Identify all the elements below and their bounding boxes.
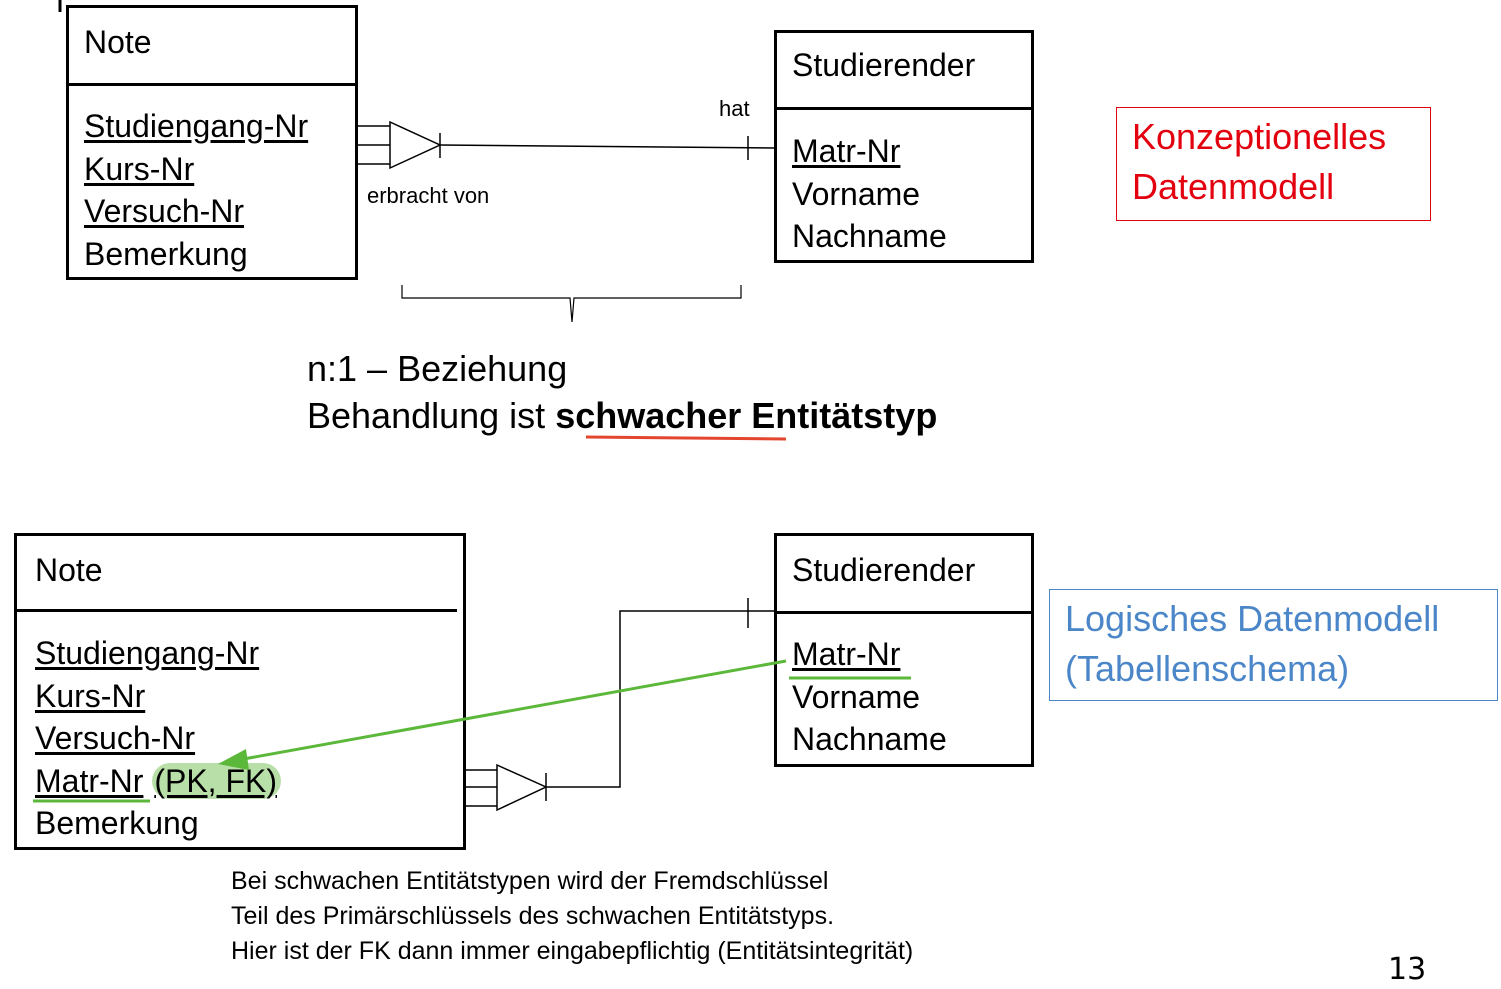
fk-arrow [237,659,787,762]
attribute-nachname: Nachname [792,218,947,254]
relation-label-hat: hat [719,96,750,121]
explanation-line-1: Bei schwachen Entitätstypen wird der Fre… [231,867,829,895]
entity-title: Note [35,552,103,588]
attribute-studiengang-nr: Studiengang-Nr [84,108,309,144]
attribute-versuch-nr: Versuch-Nr [84,193,245,229]
entity-divider [69,83,355,86]
note-entity-conceptual: Note Studiengang-Nr Kurs-Nr Versuch-Nr B… [66,5,358,280]
attribute-bemerkung: Bemerkung [35,805,199,841]
explanation-line-2: Teil des Primärschlüssels des schwachen … [231,902,835,930]
attribute-matr-nr-fk: Matr-Nr (PK, FK) [35,760,281,803]
fk-arrowhead [218,749,249,770]
entity-title: Studierender [792,47,976,83]
student-entity-logical: Studierender Matr-Nr Vorname Nachname [774,533,1034,767]
attribute-matr-nr: Matr-Nr [792,133,901,169]
relationship-line-logical [466,598,774,812]
attribute-list: Matr-Nr Vorname Nachname [792,633,947,761]
attribute-list: Studiengang-Nr Kurs-Nr Versuch-Nr Matr-N… [35,632,281,845]
caption-weak-entity: Behandlung ist schwacher Entitätstyp [307,392,937,440]
attribute-matr-nr-key: Matr-Nr [35,762,144,799]
attribute-studiengang-nr: Studiengang-Nr [35,635,260,671]
entity-divider [777,107,1031,110]
entity-title: Studierender [792,552,976,588]
pk-fk-badge: (PK, FK) [152,762,281,799]
logical-model-label-line2: (Tabellenschema) [1065,648,1350,689]
logical-model-label: Logisches Datenmodell (Tabellenschema) [1049,589,1498,701]
attribute-nachname: Nachname [792,721,947,757]
page-number: 13 [1388,952,1427,987]
attribute-list: Studiengang-Nr Kurs-Nr Versuch-Nr Bemerk… [84,105,308,275]
weak-underline [585,435,787,441]
relation-label-erbracht-von: erbracht von [367,183,490,208]
caption-relationship-type: n:1 – Beziehung [307,348,568,389]
caption-prefix: Behandlung ist [307,395,556,436]
logical-model-label-line1: Logisches Datenmodell [1065,598,1440,639]
entity-divider [777,611,1031,614]
conceptual-model-label: Konzeptionelles Datenmodell [1116,107,1431,221]
entity-title: Note [84,24,152,60]
relationship-line-conceptual [358,120,775,170]
attribute-list: Matr-Nr Vorname Nachname [792,130,947,258]
caption-emphasis-entity: Entitätstyp [741,395,938,436]
explanation-text: Bei schwachen Entitätstypen wird der Fre… [231,864,913,969]
entity-divider [17,609,457,612]
student-entity-conceptual: Studierender Matr-Nr Vorname Nachname [774,30,1034,263]
brace [401,285,742,323]
attribute-vorname: Vorname [792,175,921,212]
attribute-bemerkung: Bemerkung [84,235,248,272]
attribute-versuch-nr: Versuch-Nr [35,720,196,756]
explanation-line-3: Hier ist der FK dann immer eingabepflich… [231,937,914,965]
note-entity-logical: Note Studiengang-Nr Kurs-Nr Versuch-Nr M… [14,533,466,850]
caption-emphasis-weak: schwacher [555,395,742,436]
attribute-kurs-nr: Kurs-Nr [84,150,195,187]
attribute-kurs-nr: Kurs-Nr [35,677,146,714]
attribute-vorname: Vorname [792,678,921,715]
attribute-matr-nr: Matr-Nr [792,636,901,672]
